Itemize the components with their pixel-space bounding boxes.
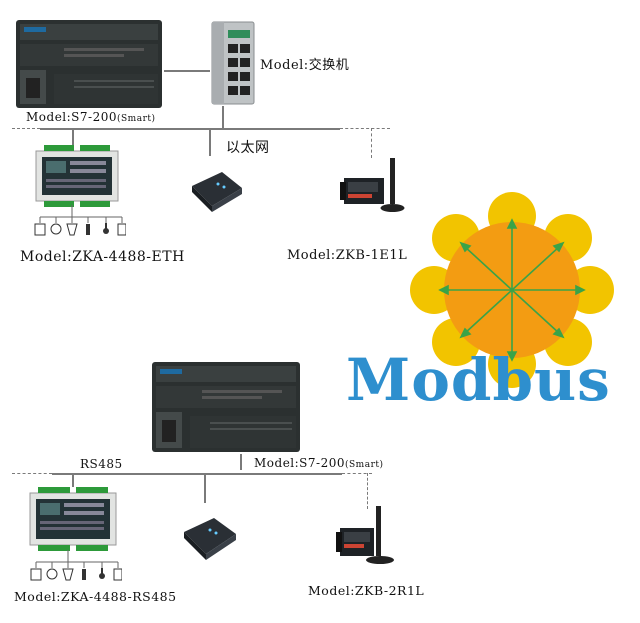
top-plc-label: Model:S7-200(Smart): [26, 110, 156, 124]
bottom-plc-label-suffix: (Smart): [345, 460, 384, 470]
rs485-bus-right: [342, 473, 372, 474]
plc-switch-link: [164, 70, 210, 72]
drop-wireless-top: [371, 128, 372, 158]
drop-gateway-bottom: [204, 473, 206, 503]
wireless-module-bottom: [336, 506, 394, 564]
plc-s7-200-top: [16, 20, 162, 108]
wireless-label-bottom: Model:ZKB-2R1L: [308, 583, 425, 598]
io-module-zka-eth: [35, 145, 119, 207]
ethernet-bus: [40, 128, 340, 130]
drop-wireless-bottom: [367, 473, 368, 509]
modbus-logo-text: Modbus: [346, 346, 611, 414]
ethernet-label: 以太网: [226, 140, 270, 156]
serial-gateway-bottom: [184, 518, 236, 560]
plc-drop-bottom: [240, 454, 242, 470]
io-label-top: Model:ZKA-4488-ETH: [20, 249, 185, 265]
bottom-plc-label: Model:S7-200(Smart): [254, 456, 384, 470]
serial-gateway-top: [192, 172, 242, 212]
sensor-tree-bottom: [30, 550, 122, 581]
io-label-bottom: Model:ZKA-4488-RS485: [14, 589, 177, 604]
sensor-tree-top: [34, 205, 126, 236]
ethernet-bus-left: [12, 128, 40, 129]
top-plc-label-prefix: Model:S7-200: [26, 110, 117, 124]
rs485-bus-left: [12, 473, 52, 474]
plc-s7-200-bottom: [152, 362, 300, 452]
switch-drop-line: [222, 106, 224, 128]
wireless-label-top: Model:ZKB-1E1L: [287, 248, 408, 263]
wireless-module-top: [340, 158, 405, 212]
switch-label: Model:交换机: [260, 58, 350, 73]
bottom-plc-label-prefix: Model:S7-200: [254, 456, 345, 470]
top-plc-label-suffix: (Smart): [117, 114, 156, 124]
rs485-label: RS485: [80, 457, 123, 471]
io-module-zka-rs485: [29, 487, 117, 551]
modbus-logo-icon: [410, 192, 614, 388]
ethernet-bus-right: [340, 128, 390, 129]
drop-io-top: [72, 128, 74, 146]
drop-gateway-top: [209, 128, 211, 156]
rs485-bus: [52, 473, 342, 475]
ethernet-switch: [211, 21, 255, 105]
drop-io-bottom: [72, 473, 74, 487]
